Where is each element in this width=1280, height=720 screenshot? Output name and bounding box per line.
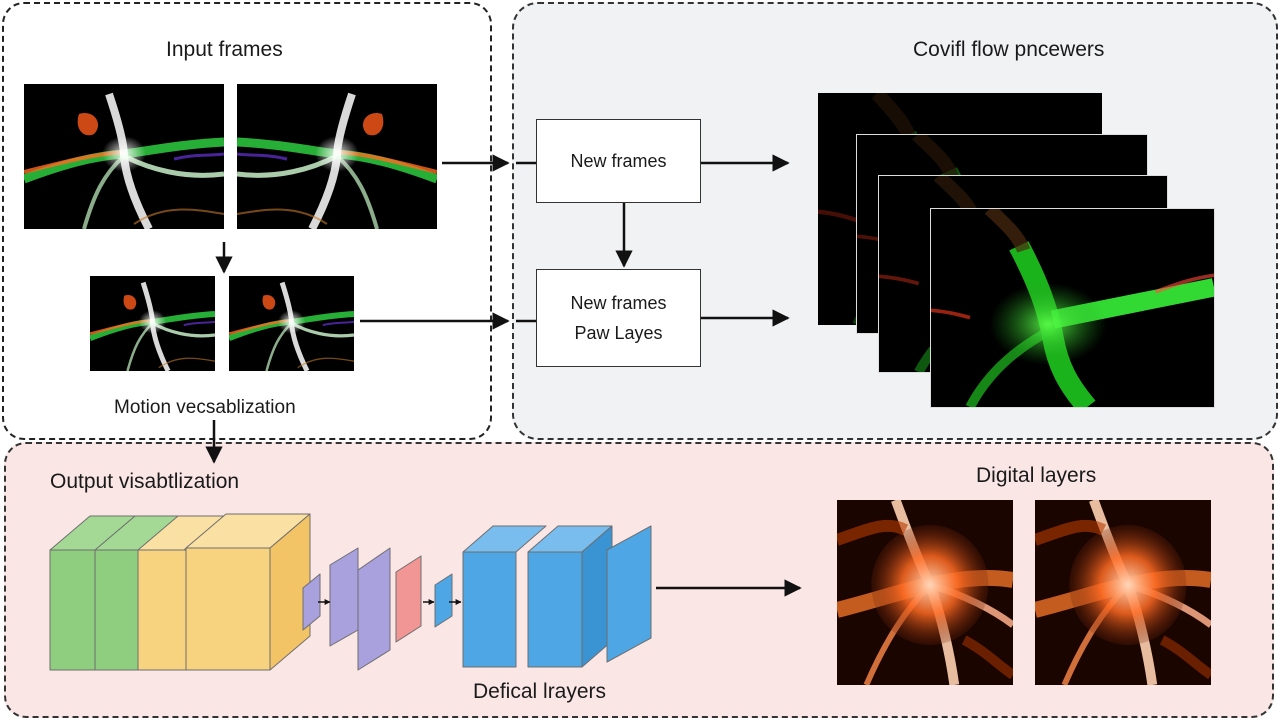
flow-output-frame-4 [930, 208, 1215, 408]
blue-layer-small [434, 573, 453, 628]
new-frames-raw-layers-line1: New frames [570, 293, 667, 313]
input-frames-title: Input frames [166, 38, 283, 61]
new-frames-box-label: New frames [570, 151, 667, 171]
digital-layer-frame-2 [1035, 500, 1211, 685]
digital-layers-title: Digital layers [976, 464, 1097, 487]
input-frame-1 [24, 84, 224, 229]
purple-layer-3 [357, 547, 391, 671]
digital-layer-frame-1 [837, 500, 1013, 685]
green-block-2-front [94, 549, 141, 671]
new-frames-raw-layers-line2: Paw Layes [574, 323, 663, 343]
purple-layer-2 [329, 547, 359, 647]
blue-block-1-front [462, 551, 517, 668]
new-frames-raw-layers-box: New frames Paw Layes [536, 269, 701, 367]
green-block-1-front [49, 549, 101, 671]
output-visualization-title: Output visabtlization [50, 470, 240, 493]
decoder-layers-caption: Defical lrayers [473, 680, 607, 703]
new-frames-box: New frames [536, 119, 701, 203]
motion-frame-1 [90, 276, 215, 371]
red-layer [395, 555, 422, 643]
purple-layer-1 [302, 573, 321, 631]
blue-block-2-front [527, 551, 583, 668]
input-frame-2 [237, 84, 437, 229]
blue-layer-flat [606, 525, 652, 663]
yellow-block-1-front [137, 549, 187, 671]
yellow-block-2-front [185, 547, 271, 671]
motion-vectorization-caption: Motion vecsablization [114, 397, 296, 418]
optical-flow-title: Covifl flow pncewers [913, 38, 1105, 61]
encoder-network [49, 513, 652, 671]
motion-frame-2 [229, 276, 354, 371]
